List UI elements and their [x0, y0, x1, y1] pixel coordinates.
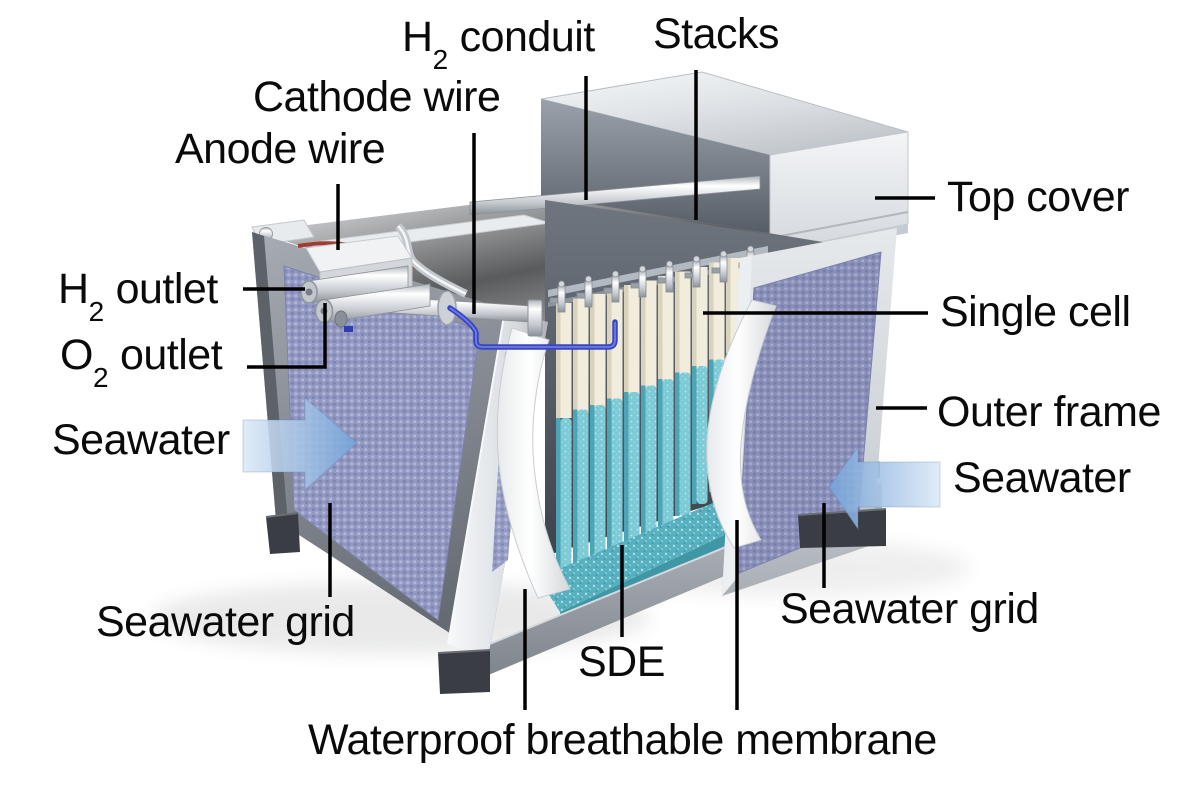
leader-lines: [243, 70, 935, 710]
label-single-cell: Single cell: [940, 288, 1131, 336]
label-stacks: Stacks: [653, 10, 780, 58]
label-h2-outlet: H2 outlet: [58, 265, 218, 327]
label-seawater-grid-left: Seawater grid: [96, 598, 355, 646]
outlet-pipes-assembly: [297, 223, 618, 350]
pipe-flange: [437, 290, 457, 326]
label-seawater-grid-right: Seawater grid: [780, 585, 1039, 633]
leader-o2-outlet: [247, 303, 327, 369]
label-o2-outlet: O2 outlet: [60, 331, 223, 393]
membrane-right: [706, 299, 777, 549]
membrane-left: [496, 327, 571, 599]
cover-cavity: [541, 99, 770, 252]
label-seawater-left: Seawater: [52, 416, 230, 464]
seawater-flow-arrow-left: [242, 396, 358, 492]
label-top-cover: Top cover: [947, 173, 1129, 221]
label-h2-conduit: H2 conduit: [402, 13, 595, 75]
label-cathode-wire: Cathode wire: [253, 73, 501, 121]
label-sde: SDE: [578, 638, 665, 686]
label-anode-wire: Anode wire: [175, 125, 386, 173]
seawater-flow-arrow-right: [828, 445, 941, 531]
feet: [265, 508, 887, 694]
h2-conduit-pipe: [469, 175, 761, 216]
label-outer-frame: Outer frame: [937, 388, 1161, 436]
label-seawater-right: Seawater: [953, 454, 1131, 502]
label-waterproof-membrane: Waterproof breathable membrane: [308, 716, 937, 764]
